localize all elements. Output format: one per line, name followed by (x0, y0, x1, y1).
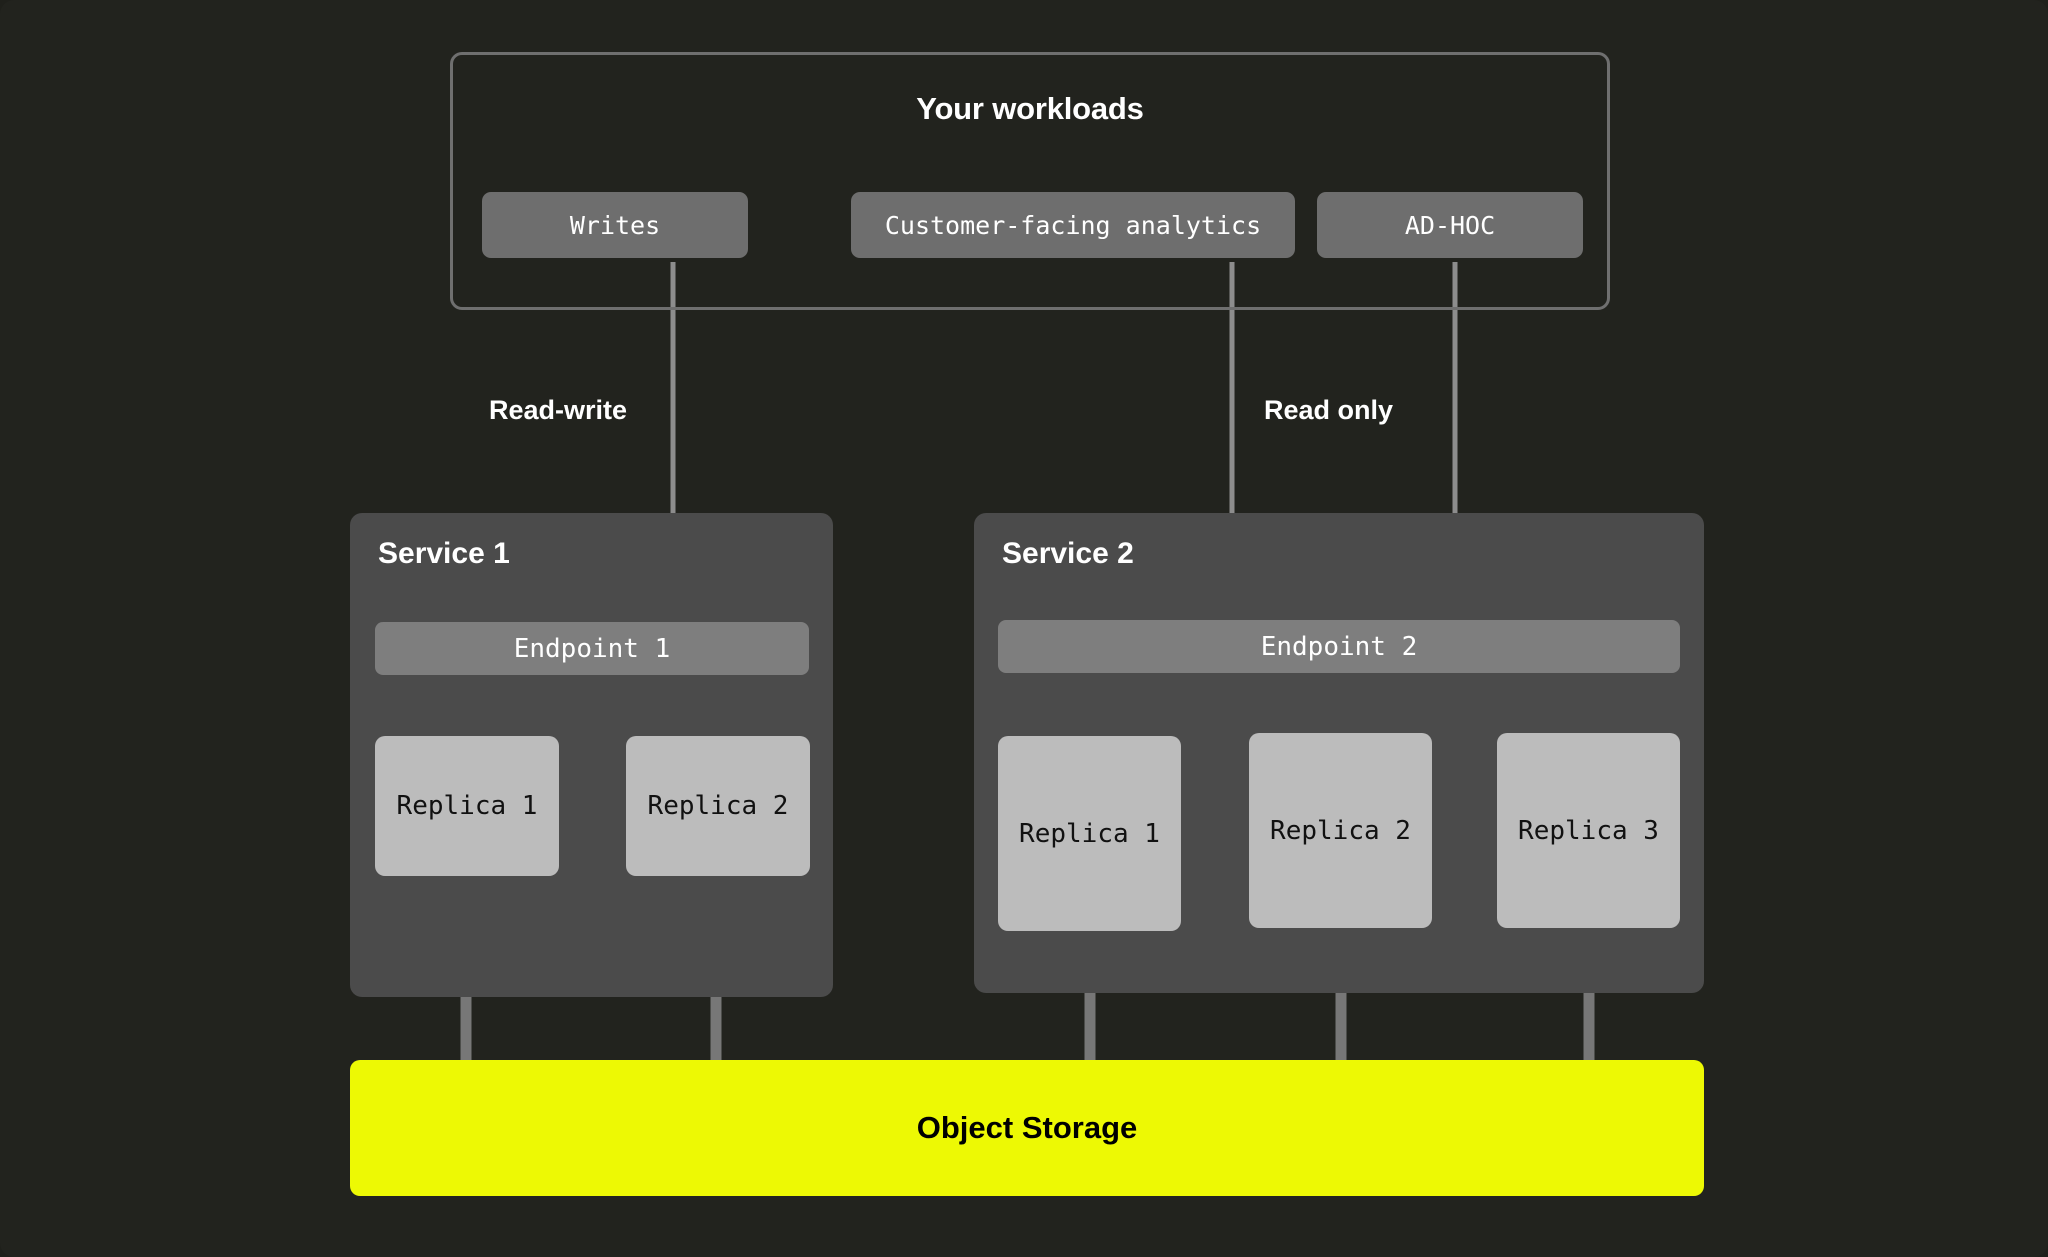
service-2-replica-1[interactable]: Replica 1 (998, 736, 1181, 931)
workload-chip-writes[interactable]: Writes (482, 192, 748, 258)
endpoint-2[interactable]: Endpoint 2 (998, 620, 1680, 673)
service-2-title: Service 2 (1002, 537, 1134, 570)
service-1-replica-1[interactable]: Replica 1 (375, 736, 559, 876)
workloads-panel: Your workloads Writes Customer-facing an… (450, 52, 1610, 310)
workload-chip-customer-facing-analytics[interactable]: Customer-facing analytics (851, 192, 1295, 258)
service-2-replica-3[interactable]: Replica 3 (1497, 733, 1680, 928)
object-storage-bar[interactable]: Object Storage (350, 1060, 1704, 1196)
endpoint-1[interactable]: Endpoint 1 (375, 622, 809, 675)
workload-chip-ad-hoc[interactable]: AD-HOC (1317, 192, 1583, 258)
flow-label-read-write: Read-write (489, 395, 628, 425)
service-1-replica-2[interactable]: Replica 2 (626, 736, 810, 876)
page-title: Your workloads (916, 91, 1144, 126)
service-1-title: Service 1 (378, 537, 510, 570)
workload-chip-row: Writes Customer-facing analytics AD-HOC (453, 192, 1607, 258)
flow-label-read-only: Read only (1264, 395, 1394, 425)
service-2-replica-2[interactable]: Replica 2 (1249, 733, 1432, 928)
